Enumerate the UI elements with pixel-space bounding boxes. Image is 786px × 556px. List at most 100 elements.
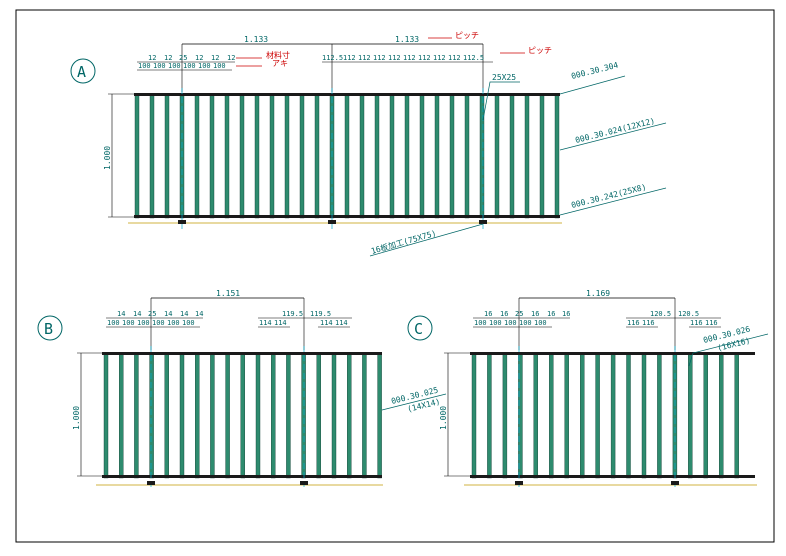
view-b-pitch-labels: 14 14 25 14 14 14 119.5 119.5	[117, 310, 331, 318]
view-b-bottom-rail	[102, 475, 382, 478]
view-b-post-base	[300, 481, 308, 485]
view-a-note-304: 000.30.304	[570, 61, 619, 81]
view-b-gap-label: 100	[167, 319, 180, 327]
view-a-bottom-rail	[134, 215, 560, 218]
view-a-baluster	[539, 93, 545, 219]
view-c-baluster	[595, 352, 600, 479]
view-b-baluster	[362, 352, 367, 479]
view-c-leader	[688, 333, 769, 367]
view-a-baluster	[209, 93, 215, 219]
view-b-baluster	[103, 352, 109, 479]
view-a-baluster	[554, 93, 560, 219]
view-a-baluster	[389, 93, 395, 219]
view-c-pitch-label: 16	[562, 310, 570, 318]
view-b-pitch-label: 14	[117, 310, 125, 318]
view-b-baluster	[255, 352, 261, 479]
view-c-label: C	[414, 320, 423, 338]
view-a-baluster	[194, 93, 200, 219]
view-c-gap-label: 116	[627, 319, 640, 327]
view-a-gap-labels: 100 100 100 100 100 100	[138, 62, 226, 70]
view-a-leader-25x25	[482, 81, 520, 121]
view-b-baluster	[134, 352, 139, 479]
view-b-baluster	[286, 352, 291, 479]
view-a-pitch-label: 12	[164, 54, 172, 62]
view-b-baluster	[225, 352, 230, 479]
view-b-pitch-label: 14	[180, 310, 188, 318]
view-c-baluster	[641, 352, 647, 479]
view-a-baluster	[434, 93, 440, 219]
view-b-baluster	[240, 352, 246, 479]
view-b: B 1.151 14 14 25 14 14 14 119.5 119.5 10…	[37, 289, 447, 488]
view-b-gap-label: 114	[320, 319, 333, 327]
view-a-baluster	[134, 93, 140, 219]
view-b-pitch-label: 14	[164, 310, 172, 318]
view-a-note-gap: アキ	[272, 59, 288, 68]
view-a-baluster	[344, 93, 350, 219]
view-c-span-label: 1.169	[586, 289, 610, 298]
view-c-bottom-rail	[470, 475, 755, 478]
view-a-pitch-label: 112	[403, 54, 416, 62]
view-a-post-base	[479, 220, 487, 224]
view-a-leader-242	[559, 187, 667, 216]
view-b-span-label: 1.151	[216, 289, 240, 298]
view-a-pitch-label: 12	[148, 54, 156, 62]
view-b-gap-label: 114	[259, 319, 272, 327]
view-a-leader-base	[369, 223, 484, 257]
view-c-post-base	[515, 481, 523, 485]
view-a-baluster	[359, 93, 365, 219]
view-c-pitch-label: 120.5	[678, 310, 699, 318]
view-c-baluster	[533, 352, 538, 479]
view-c-gap-label: 100	[504, 319, 517, 327]
view-a-leader-304	[559, 75, 626, 95]
view-b-bars	[103, 352, 382, 479]
view-c-baluster	[734, 352, 739, 479]
view-c-baluster	[703, 352, 708, 479]
view-b-baluster	[301, 352, 306, 479]
view-a-baluster	[254, 93, 260, 219]
view-c-pitch-label: 16	[547, 310, 555, 318]
view-b-gap-label: 100	[122, 319, 135, 327]
view-a-span-label-1: 1.133	[244, 35, 268, 44]
view-a-pitch-label: 112	[433, 54, 446, 62]
view-a-baluster	[284, 93, 290, 219]
view-a-baluster	[374, 93, 380, 219]
view-a-baluster	[314, 93, 320, 219]
view-c-pitch-label: 16	[531, 310, 539, 318]
view-a-note-25x25: 25X25	[492, 73, 516, 82]
view-a: A 1.133 1.133 ピッチ ピッチ 材料寸 アキ 12 12 25 12…	[70, 31, 667, 257]
view-b-pitch-label: 119.5	[310, 310, 331, 318]
view-a-baluster	[494, 93, 500, 219]
view-b-baluster	[194, 352, 200, 479]
view-b-baluster	[179, 352, 185, 479]
view-b-label: B	[44, 320, 53, 338]
view-a-height-label: 1.000	[103, 146, 112, 170]
view-c-gap-label: 100	[534, 319, 547, 327]
view-a-leader-024	[559, 122, 667, 151]
view-a-baluster	[509, 93, 515, 219]
view-c-gap-label: 100	[474, 319, 487, 327]
view-b-top-rail	[102, 352, 382, 355]
view-c-pitch-label: 16	[500, 310, 508, 318]
view-a-gap-label: 100	[198, 62, 211, 70]
view-c-baluster	[549, 352, 554, 479]
view-a-gap-label: 100	[168, 62, 181, 70]
view-a-pitch-label: 112	[343, 54, 356, 62]
view-c: C 1.169 16 16 25 16 16 16 120.5 120.5 10…	[407, 289, 769, 488]
view-c-gap-label: 100	[519, 319, 532, 327]
view-c-gap-label: 116	[690, 319, 703, 327]
view-b-baluster	[316, 352, 321, 479]
view-a-span-label-2: 1.133	[395, 35, 419, 44]
view-a-note-material: 材料寸	[266, 50, 290, 60]
view-c-post-base	[671, 481, 679, 485]
view-a-baluster	[164, 93, 170, 219]
view-a-baluster	[419, 93, 425, 219]
view-a-marker	[70, 58, 96, 84]
view-a-gap-label: 100	[213, 62, 226, 70]
view-c-baluster	[719, 352, 724, 479]
view-a-baluster	[449, 93, 455, 219]
view-c-gap-label: 116	[642, 319, 655, 327]
view-a-top-rail	[134, 93, 560, 96]
view-a-note-base: 16板加工(75X75)	[370, 228, 438, 256]
view-b-pitch-label: 25	[148, 310, 156, 318]
